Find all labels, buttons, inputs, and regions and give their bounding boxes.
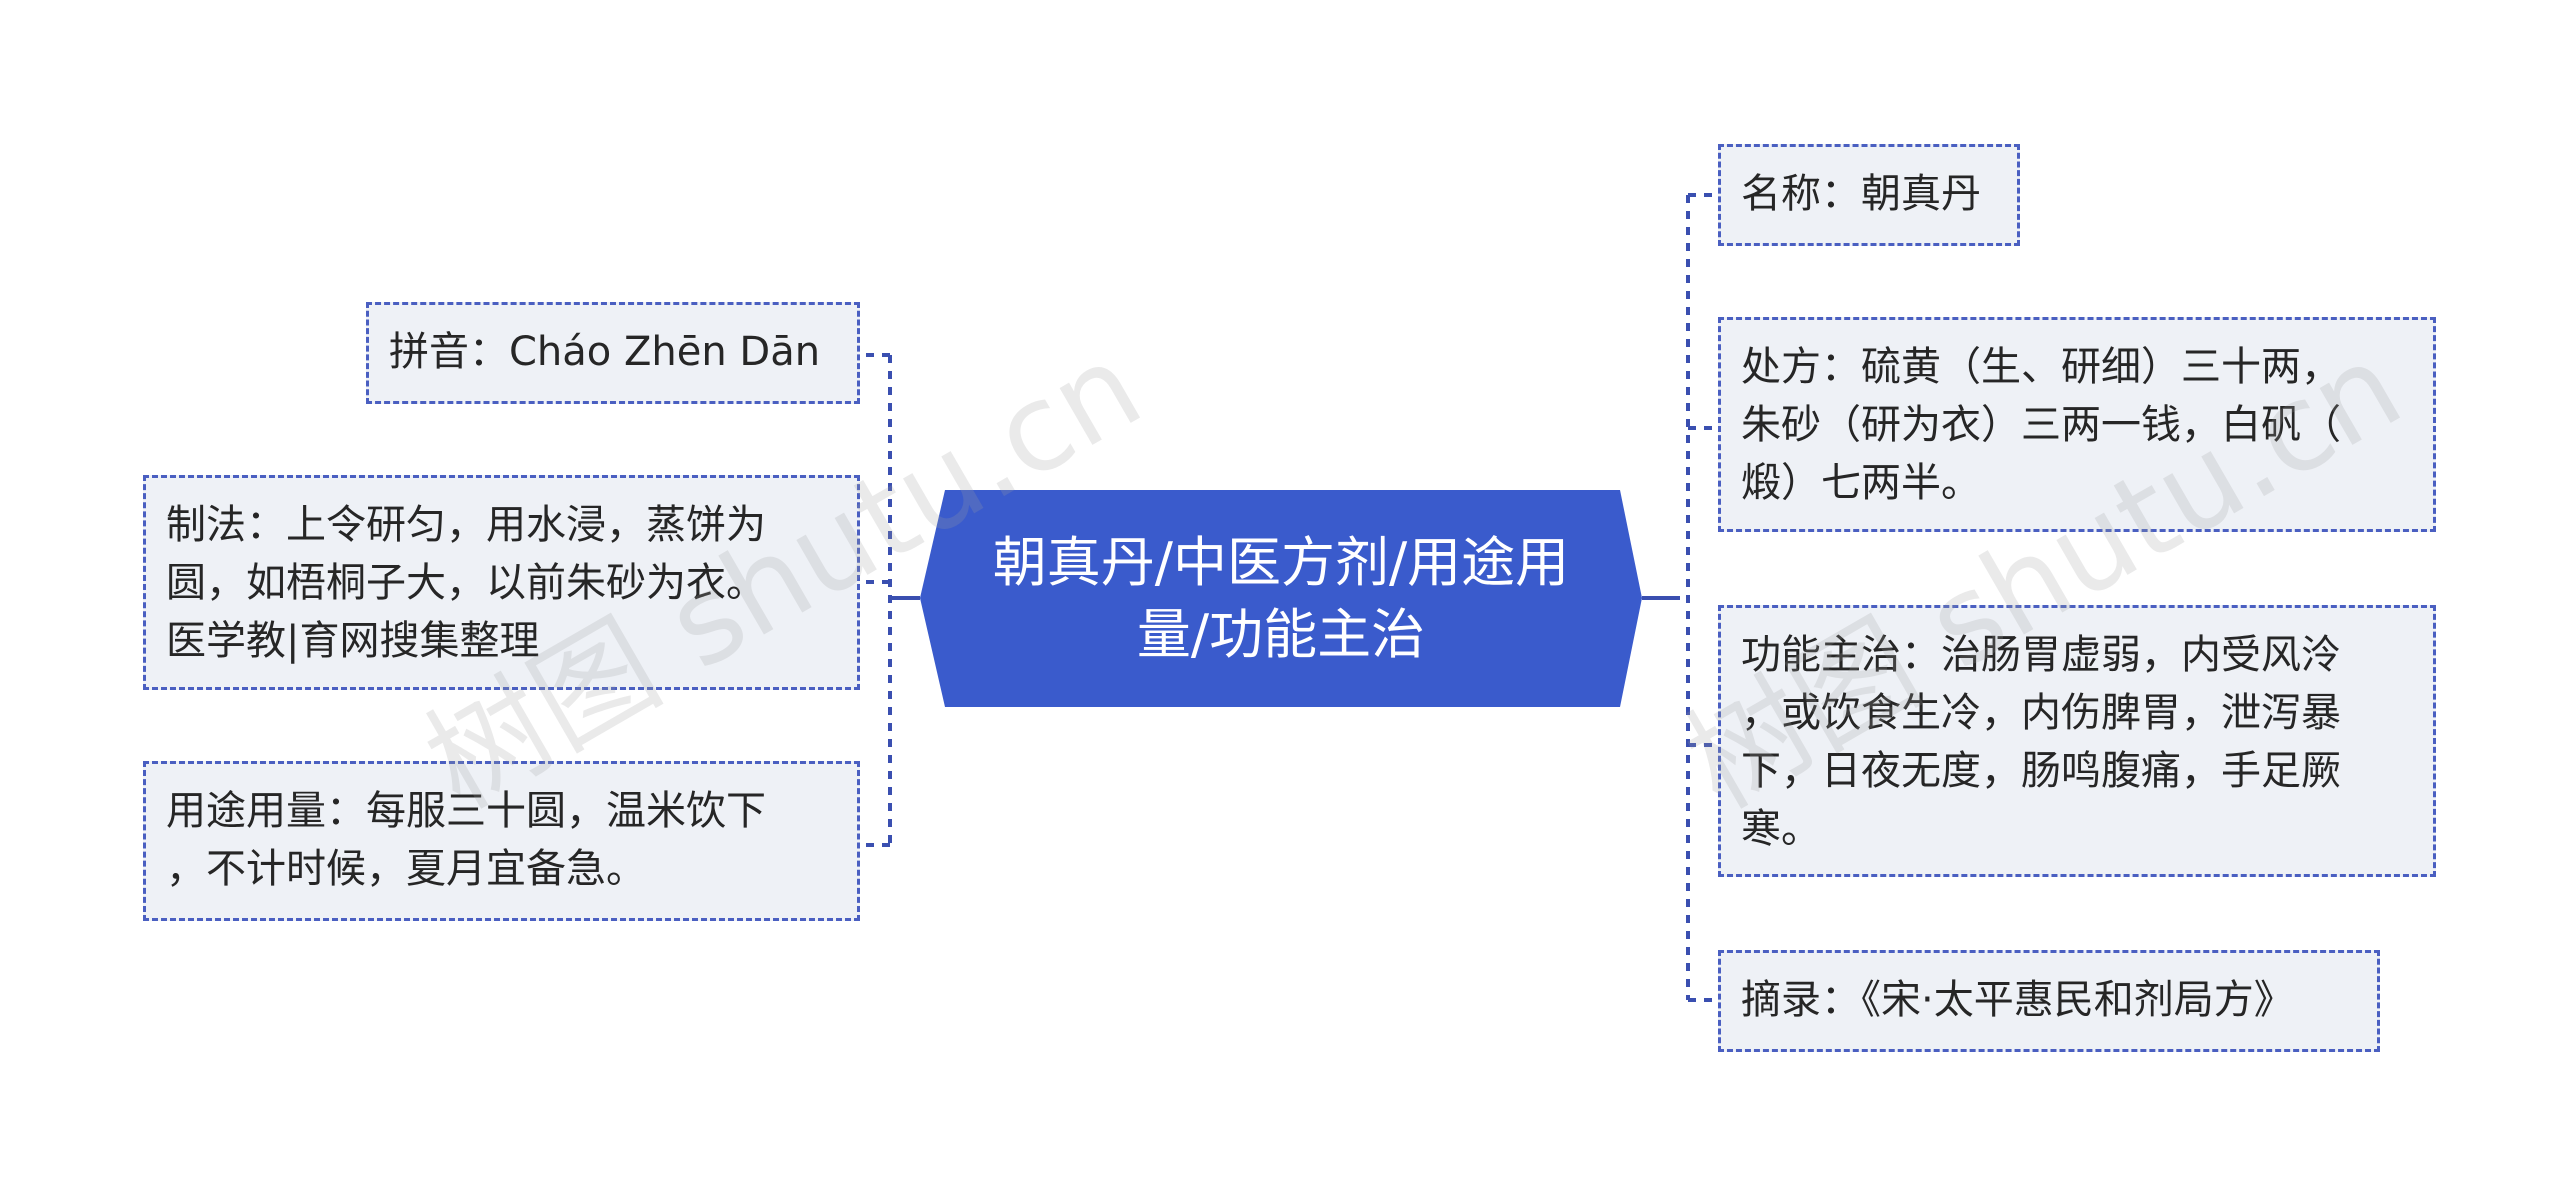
leaf-indications-line: 寒。	[1741, 806, 1821, 852]
leaf-usage-dosage-line: 用途用量：每服三十圆，温米饮下	[166, 788, 766, 834]
leaf-name[interactable]: 名称：朝真丹	[1718, 144, 2020, 246]
leaf-prescription-line: 煅）七两半。	[1741, 460, 1981, 506]
leaf-source-text: 摘录：《宋·太平惠民和剂局方》	[1741, 977, 2294, 1023]
leaf-usage-dosage-line: ，不计时候，夏月宜备急。	[166, 846, 646, 892]
leaf-preparation-line: 医学教|育网搜集整理	[166, 618, 540, 664]
center-node[interactable]: 朝真丹/中医方剂/用途用 量/功能主治	[920, 490, 1642, 707]
leaf-pinyin[interactable]: 拼音：Cháo Zhēn Dān	[366, 302, 860, 404]
center-node-line: 量/功能主治	[1136, 602, 1426, 666]
leaf-prescription-line: 朱砂（研为衣）三两一钱，白矾（	[1741, 402, 2341, 448]
leaf-preparation-line: 制法：上令研匀，用水浸，蒸饼为	[166, 502, 766, 548]
leaf-prescription-line: 处方：硫黄（生、研细）三十两，	[1741, 344, 2341, 390]
leaf-indications-line: 功能主治：治肠胃虚弱，内受风泠	[1741, 632, 2341, 678]
leaf-indications-line: ，或饮食生冷，内伤脾胃，泄泻暴	[1741, 690, 2341, 736]
leaf-source[interactable]: 摘录：《宋·太平惠民和剂局方》	[1718, 950, 2380, 1052]
leaf-preparation[interactable]: 制法：上令研匀，用水浸，蒸饼为 圆，如梧桐子大，以前朱砂为衣。 医学教|育网搜集…	[143, 475, 860, 690]
leaf-preparation-line: 圆，如梧桐子大，以前朱砂为衣。	[166, 560, 766, 606]
center-node-line: 朝真丹/中医方剂/用途用	[992, 530, 1570, 594]
leaf-prescription[interactable]: 处方：硫黄（生、研细）三十两， 朱砂（研为衣）三两一钱，白矾（ 煅）七两半。	[1718, 317, 2436, 532]
leaf-indications-line: 下，日夜无度，肠鸣腹痛，手足厥	[1741, 748, 2341, 794]
center-node-shape	[920, 490, 1642, 707]
leaf-usage-dosage[interactable]: 用途用量：每服三十圆，温米饮下 ，不计时候，夏月宜备急。	[143, 761, 860, 921]
leaf-name-text: 名称：朝真丹	[1741, 171, 1981, 217]
leaf-pinyin-text: 拼音：Cháo Zhēn Dān	[389, 329, 821, 375]
leaf-indications[interactable]: 功能主治：治肠胃虚弱，内受风泠 ，或饮食生冷，内伤脾胃，泄泻暴 下，日夜无度，肠…	[1718, 605, 2436, 877]
left-connectors	[860, 353, 920, 847]
right-connectors	[1642, 193, 1718, 1002]
